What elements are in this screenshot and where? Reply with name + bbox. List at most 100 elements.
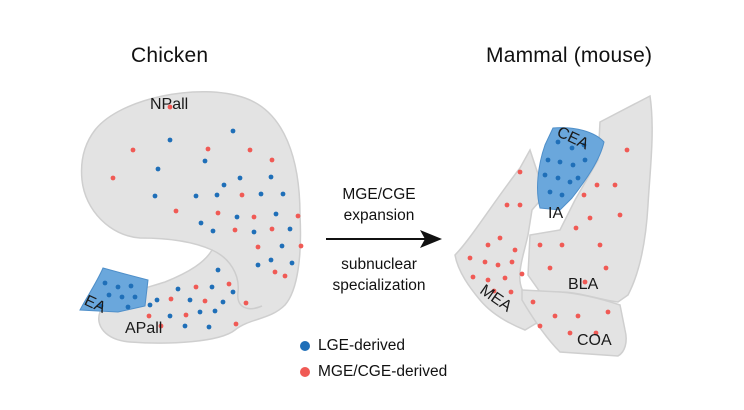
lge-cell-dot (154, 297, 160, 303)
mge-cell-dot (509, 259, 515, 265)
lge-cell-dot (125, 304, 131, 310)
mge-cell-dot (467, 255, 473, 261)
mge-cell-dot (168, 296, 174, 302)
lge-cell-dot (128, 283, 134, 289)
lge-cell-dot (234, 214, 240, 220)
mge-cell-dot (298, 243, 304, 249)
mge-cell-dot (282, 273, 288, 279)
lge-cell-dot (547, 189, 553, 195)
lge-cell-dot (193, 193, 199, 199)
mge-cell-dot (567, 330, 573, 336)
lge-cell-dot (289, 260, 295, 266)
mge-cell-dot (470, 274, 476, 280)
mge-cell-dot (547, 265, 553, 271)
lge-cell-dot (187, 297, 193, 303)
lge-cell-dot (214, 192, 220, 198)
lge-cell-dot (581, 142, 587, 148)
mge-cell-dot (215, 210, 221, 216)
expansion-arrow-head (420, 230, 442, 248)
lge-cell-dot (155, 166, 161, 172)
lge-cell-dot (182, 323, 188, 329)
lge-cell-dot (119, 294, 125, 300)
lge-cell-dot (570, 162, 576, 168)
arrow-bottom-line1: subnuclear (341, 256, 417, 273)
mge-cell-dot (573, 225, 579, 231)
mge-cell-dot (110, 175, 116, 181)
lge-dot-icon (300, 341, 310, 351)
mge-cell-dot (502, 275, 508, 281)
legend-label-lge: LGE-derived (318, 337, 406, 354)
mge-cell-dot (537, 242, 543, 248)
mge-cell-dot (173, 208, 179, 214)
mge-cell-dot (593, 330, 599, 336)
apall-label: APall (125, 320, 163, 337)
mge-cell-dot (255, 244, 261, 250)
lge-cell-dot (106, 292, 112, 298)
lge-cell-dot (209, 284, 215, 290)
lge-cell-dot (280, 191, 286, 197)
mge-cell-dot (167, 104, 173, 110)
lge-cell-dot (98, 303, 104, 309)
chicken-tissue (80, 90, 302, 344)
lge-cell-dot (545, 157, 551, 163)
lge-cell-dot (569, 145, 575, 151)
lge-cell-dot (198, 220, 204, 226)
mge-cell-dot (587, 215, 593, 221)
mge-cell-dot (482, 259, 488, 265)
lge-cell-dot (210, 228, 216, 234)
mge-dot-icon (300, 367, 310, 377)
mge-cell-dot (183, 312, 189, 318)
mge-cell-dot (519, 271, 525, 277)
mge-cell-dot (146, 313, 152, 319)
lge-cell-dot (268, 257, 274, 263)
lge-cell-dot (575, 175, 581, 181)
mge-cell-dot (603, 265, 609, 271)
lge-cell-dot (102, 280, 108, 286)
lge-cell-dot (206, 324, 212, 330)
mge-cell-dot (594, 182, 600, 188)
lge-cell-dot (582, 157, 588, 163)
lge-cell-dot (555, 175, 561, 181)
mge-cell-dot (205, 146, 211, 152)
lge-cell-dot (555, 139, 561, 145)
mge-cell-dot (202, 298, 208, 304)
mge-cell-dot (243, 300, 249, 306)
mge-cell-dot (485, 242, 491, 248)
mge-cell-dot (582, 279, 588, 285)
lge-cell-dot (287, 226, 293, 232)
legend-item-mge: MGE/CGE-derived (300, 363, 447, 381)
mouse-title: Mammal (mouse) (486, 44, 653, 67)
chicken-apall-boundary (211, 249, 263, 310)
mge-cell-dot (226, 281, 232, 287)
lge-cell-dot (559, 192, 565, 198)
mge-cell-dot (495, 262, 501, 268)
arrow-top-line1: MGE/CGE (342, 186, 416, 203)
arrow-top-text: MGE/CGE expansion (309, 184, 449, 226)
mge-cell-dot (295, 213, 301, 219)
arrow-bottom-line2: specialization (332, 277, 426, 294)
lge-cell-dot (279, 243, 285, 249)
mge-cell-dot (530, 299, 536, 305)
lge-cell-dot (230, 128, 236, 134)
mge-cell-dot (552, 313, 558, 319)
lge-cell-dot (557, 159, 563, 165)
mge-cell-dot (517, 169, 523, 175)
mge-cell-dot (239, 192, 245, 198)
mge-cell-dot (232, 227, 238, 233)
lge-cell-dot (115, 284, 121, 290)
lge-cell-dot (230, 289, 236, 295)
mge-cell-dot (575, 313, 581, 319)
mge-cell-dot (497, 235, 503, 241)
mouse-cea-region (537, 127, 605, 211)
arrow-top-line2: expansion (343, 207, 415, 224)
lge-cell-dot (542, 172, 548, 178)
arrow-bottom-text: subnuclear specialization (309, 254, 449, 296)
mge-cell-dot (612, 182, 618, 188)
lge-cell-dot (132, 294, 138, 300)
mge-cell-dot (597, 242, 603, 248)
mge-cell-dot (269, 157, 275, 163)
lge-cell-dot (251, 229, 257, 235)
mge-cell-dot (193, 284, 199, 290)
cell-dots (98, 104, 630, 336)
